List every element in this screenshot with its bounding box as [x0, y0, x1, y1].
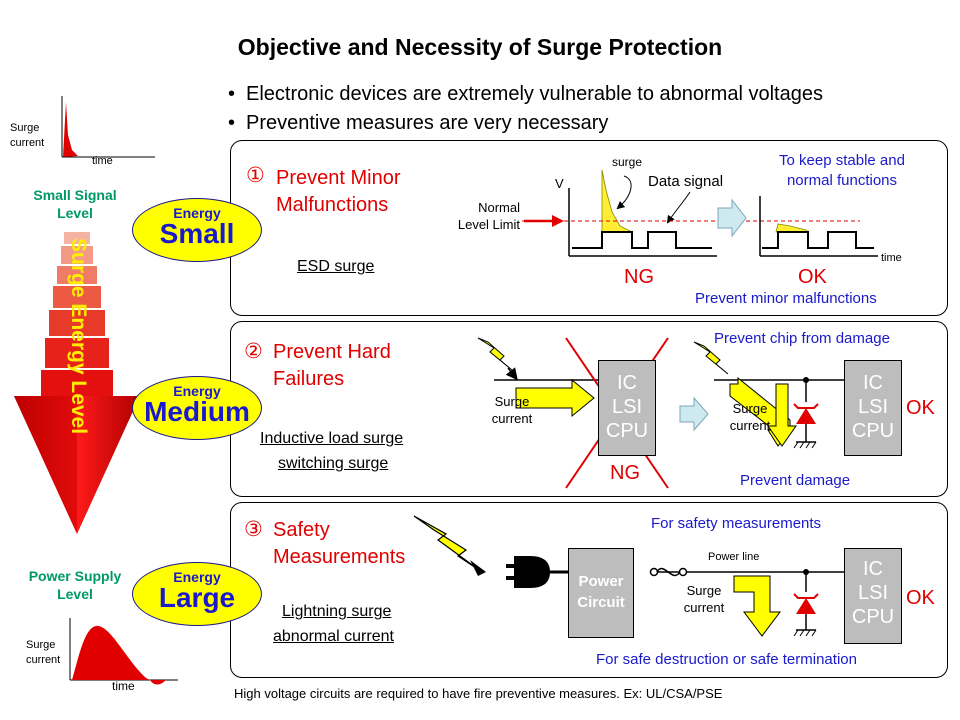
prevent-minor-note: Prevent minor malfunctions: [695, 290, 877, 307]
ok-label: OK: [906, 587, 935, 609]
panel2-heading: Prevent Hard Failures: [273, 341, 391, 390]
large-graph-xlabel: time: [112, 679, 135, 693]
panel3-number: ③: [244, 518, 263, 541]
panel2-type-1: Inductive load surge: [260, 430, 404, 447]
ok-waveform: [759, 196, 878, 257]
bullet-list: •Electronic devices are extremely vulner…: [228, 80, 823, 138]
data-signal-label: Data signal: [648, 173, 724, 190]
ng-label: NG: [624, 266, 654, 288]
small-surge-graph: [61, 96, 155, 158]
transition-arrow-1: [717, 198, 747, 238]
panel-hard-failures: [230, 321, 948, 497]
panel3-type-1: Lightning surge: [282, 603, 392, 620]
panel3-type-2: abnormal current: [273, 628, 394, 645]
surge-current-label: Surge current: [729, 401, 771, 433]
energy-small-badge: Energy Small: [132, 198, 262, 262]
surge-current-label: Surge current: [491, 394, 533, 426]
panel1-heading: Prevent Minor Malfunctions: [276, 167, 401, 216]
time-label: time: [881, 252, 902, 264]
tvs-diode-icon: [793, 593, 819, 637]
lightning-icon: [693, 341, 729, 375]
power-supply-level: Power Supply Level: [28, 568, 122, 602]
surge-energy-level-label: Surge Energy Level: [67, 238, 90, 435]
power-line-label: Power line: [708, 551, 760, 563]
energy-medium-badge: Energy Medium: [132, 376, 262, 440]
lightning-icon: [413, 515, 486, 576]
bullet-item: •Preventive measures are very necessary: [228, 112, 609, 134]
surge-label: surge: [612, 155, 643, 169]
panel3-heading: Safety Measurements: [273, 519, 406, 568]
ng-label: NG: [610, 462, 640, 484]
surge-current-label: Surge current: [683, 583, 725, 615]
ok-label: OK: [906, 397, 935, 419]
panel2-number: ②: [244, 340, 263, 363]
surge-arrow: [515, 378, 595, 418]
bullet-item: •Electronic devices are extremely vulner…: [228, 83, 823, 105]
lightning-icon: [477, 337, 518, 381]
diverted-surge-arrow: [733, 575, 781, 637]
keep-stable-note: To keep stable and normal functions: [779, 152, 905, 189]
panel2-type-2: switching surge: [278, 455, 389, 472]
surge-energy-arrow: [14, 232, 140, 534]
footer-note: High voltage circuits are required to ha…: [234, 686, 723, 701]
small-signal-level: Small Signal Level: [33, 187, 117, 221]
prevent-chip-note: Prevent chip from damage: [714, 330, 890, 347]
for-safety-note: For safety measurements: [651, 515, 822, 532]
normal-level-label: Normal Level Limit: [457, 200, 520, 232]
panel1-number: ①: [246, 164, 265, 187]
panel1-type: ESD surge: [297, 258, 375, 275]
large-surge-graph: [69, 618, 178, 685]
ic-chip-damaged: IC LSI CPU: [598, 360, 656, 456]
level-arrow: [524, 215, 564, 227]
page-title: Objective and Necessity of Surge Protect…: [237, 34, 723, 60]
energy-large-badge: Energy Large: [132, 562, 262, 626]
ok-label: OK: [798, 266, 827, 288]
ic-chip-safe: IC LSI CPU: [844, 548, 902, 644]
diverted-surge-arrow: [767, 383, 797, 447]
transition-arrow-2: [679, 396, 709, 432]
large-graph-ylabel: Surge current: [26, 639, 61, 666]
ng-waveform: [568, 169, 717, 257]
small-graph-xlabel: time: [92, 155, 113, 167]
v-axis-label: V: [555, 176, 564, 191]
tvs-diode-icon: [793, 403, 819, 449]
prevent-damage-note: Prevent damage: [740, 472, 851, 489]
plug-icon: [506, 556, 568, 588]
power-circuit-block: Power Circuit: [568, 548, 634, 638]
safe-destruction-note: For safe destruction or safe termination: [596, 651, 857, 668]
fuse-icon: [649, 567, 688, 577]
small-graph-ylabel: Surge current: [10, 122, 45, 149]
ic-chip-protected: IC LSI CPU: [844, 360, 902, 456]
